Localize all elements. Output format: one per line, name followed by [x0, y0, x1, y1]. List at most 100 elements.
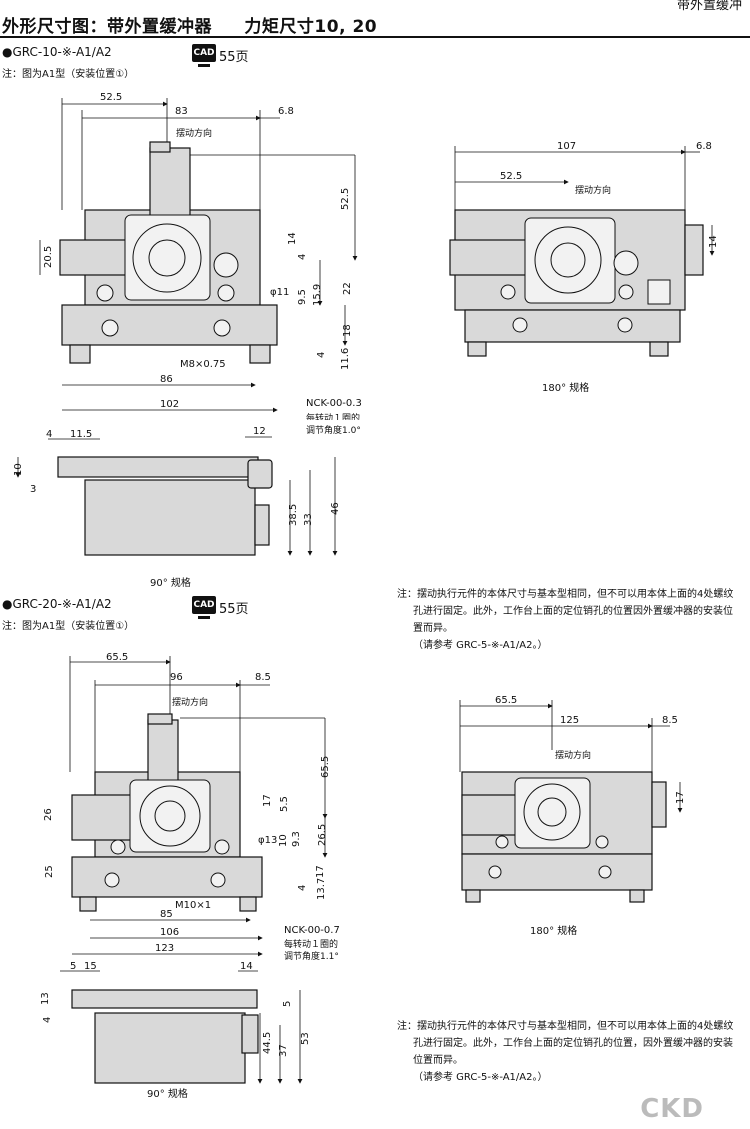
side-dim-g: 33: [303, 513, 314, 526]
side-dim-f: 5: [282, 1001, 293, 1007]
side-dim-h: 46: [330, 502, 341, 515]
side-body: [84, 479, 256, 556]
adjust-1: 每转动１圈的: [306, 412, 360, 420]
dim-right-b: 17: [262, 794, 273, 807]
brand-logo: CKD: [640, 1094, 704, 1124]
drawing-grc10-front: 52.5 83 6.8 摆动方向 52.5 14 4 22 18 4 11.6 …: [39, 92, 362, 420]
side-dim-c: 14: [240, 961, 253, 972]
dim-bottom-b: 102: [160, 399, 179, 410]
alt-dim-b: 125: [560, 715, 579, 726]
dim-left-b: 25: [44, 865, 55, 878]
dim-right-h: 4: [297, 885, 308, 891]
side-dim-h: 37: [278, 1044, 289, 1057]
alt-swing-label: 摆动方向: [575, 184, 611, 196]
dim-right-f: 9.3: [291, 831, 302, 847]
side-dim-a: 4: [46, 429, 52, 440]
alt-dim-right: 14: [708, 235, 719, 248]
dim-right-e: 10: [278, 834, 289, 847]
caption-grc10-alt: 180° 规格: [542, 383, 590, 394]
header-category: 带外置缓冲: [676, 0, 742, 13]
adjust-2: 调节角度1.1°: [284, 950, 339, 962]
dim-top-c: 8.5: [255, 672, 271, 683]
dim-right-g: 11.6: [340, 348, 351, 370]
alt-dim-a: 107: [557, 141, 576, 152]
caption-grc20-alt: 180° 规格: [530, 926, 578, 937]
dim-right-e: 18: [342, 324, 353, 337]
nck-label: NCK-00-0.3: [306, 398, 362, 409]
footnote-1: 注：摆动执行元件的本体尺寸与基本型相同，但不可以用本体上面的4处螺纹 孔进行固定…: [397, 589, 734, 651]
alt-dim-c: 8.5: [662, 715, 678, 726]
base-plate: [71, 856, 263, 898]
drawing-grc10-side: 4 11.5 12 10 3 38.5 33 46: [13, 426, 341, 556]
drawing-grc20-front: 65.5 96 8.5 摆动方向 65.5 17 5.5 26.5 10 9.3…: [43, 652, 340, 962]
alt-dim-b: 6.8: [696, 141, 712, 152]
dim-top-b: 96: [170, 672, 183, 683]
side-dim-i: 53: [300, 1032, 311, 1045]
alt-dim-a: 65.5: [495, 695, 517, 706]
stopper-arm: [71, 794, 138, 841]
cad-icon: CAD: [192, 596, 216, 619]
cad-page-1: 55页: [219, 50, 249, 65]
dim-right-d: 26.5: [317, 824, 328, 846]
dim-top-a: 65.5: [106, 652, 128, 663]
nck-label: NCK-00-0.7: [284, 925, 340, 936]
base-plate: [61, 304, 278, 346]
drawing-grc20-alt: 65.5 125 8.5 摆动方向 17: [459, 695, 686, 903]
alt-dim-right: 17: [675, 791, 686, 804]
note-1: 注：图为A1型（安装位置①）: [2, 69, 135, 80]
drawing-grc10-alt: 107 6.8 52.5 摆动方向 14: [449, 141, 719, 357]
dim-bottom-c: 123: [155, 943, 174, 954]
cad-icon: CAD: [192, 44, 216, 67]
dim-top-a: 52.5: [100, 92, 122, 103]
dim-right-f: 4: [316, 352, 327, 358]
dim-right-b: 14: [287, 232, 298, 245]
cad-link-1[interactable]: CAD 55页: [192, 44, 249, 67]
dim-phi: φ11: [270, 287, 289, 298]
title-left: 外形尺寸图：带外置缓冲器: [2, 17, 212, 37]
adjust-1: 每转动１圈的: [284, 938, 338, 950]
dim-bottom-b: 106: [160, 927, 179, 938]
swing-label: 摆动方向: [176, 127, 212, 139]
alt-dim-c: 52.5: [500, 171, 522, 182]
table-plate: [71, 989, 258, 1009]
dim-right-d: 22: [342, 282, 353, 295]
alt-swing-label: 摆动方向: [555, 749, 591, 761]
side-dim-g: 44.5: [262, 1032, 273, 1054]
cad-link-2[interactable]: CAD 55页: [192, 596, 249, 619]
dim-top-c: 6.8: [278, 106, 294, 117]
drawing-grc20-side: 5 15 14 13 4 5 44.5 37 53: [40, 961, 311, 1084]
dim-right-h: 9.5: [297, 289, 308, 305]
dim-right-a: 52.5: [340, 188, 351, 210]
dim-left: 20.5: [43, 246, 54, 268]
dim-bottom-a: 86: [160, 374, 173, 385]
caption-grc10-side: 90° 规格: [150, 578, 191, 589]
side-dim-d: 13: [40, 992, 51, 1005]
dim-right-g: 17: [315, 865, 326, 878]
side-dim-b: 11.5: [70, 429, 92, 440]
model-label-2: ●GRC-20-※-A1/A2: [2, 597, 112, 611]
table-plate: [57, 456, 259, 478]
side-dim-e: 4: [42, 1017, 53, 1023]
header-rule: [0, 36, 750, 38]
dim-right-a: 65.5: [320, 756, 331, 778]
dim-top-b: 83: [175, 106, 188, 117]
thread-label: M8×0.75: [180, 359, 226, 370]
cad-page-2: 55页: [219, 602, 249, 617]
stopper-arm: [59, 239, 131, 276]
adjust-2-grc10: 调节角度1.0°: [306, 426, 361, 436]
dim-right-i: 15.9: [312, 284, 323, 306]
thread-label: M10×1: [175, 900, 211, 911]
side-dim-e: 3: [30, 484, 36, 495]
title-right: 力矩尺寸10, 20: [244, 17, 378, 37]
side-dim-f: 38.5: [288, 504, 299, 526]
alt-base: [464, 309, 681, 343]
side-dim-a: 5: [70, 961, 76, 972]
dim-right-i: 13.7: [316, 878, 327, 900]
side-dim-d: 10: [13, 463, 24, 476]
dim-phi: φ13: [258, 835, 277, 846]
model-label-1: ●GRC-10-※-A1/A2: [2, 45, 112, 59]
swing-label: 摆动方向: [172, 696, 208, 708]
note-2: 注：图为A1型（安装位置①）: [2, 621, 135, 632]
side-body: [94, 1012, 246, 1084]
dim-right-c: 5.5: [279, 796, 290, 812]
